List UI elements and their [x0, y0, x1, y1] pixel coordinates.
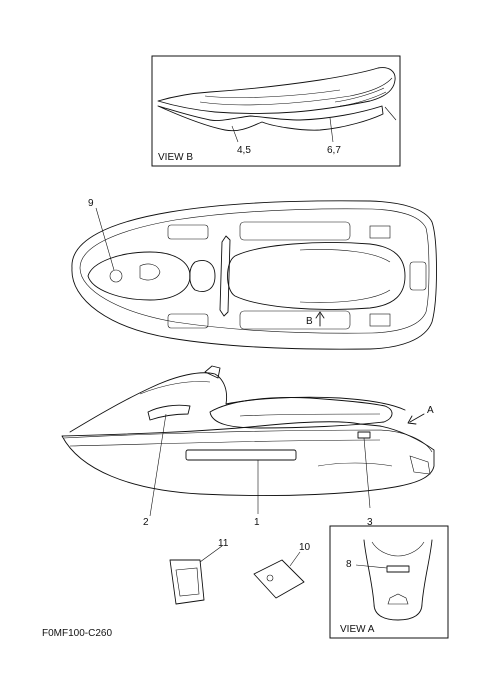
hood-side	[69, 372, 406, 433]
callout-3: 3	[367, 517, 373, 528]
callout-6-7: 6,7	[327, 145, 341, 156]
figure-code: F0MF100-C260	[42, 628, 112, 639]
seat-side	[209, 397, 393, 429]
callout-1: 1	[254, 517, 260, 528]
callout-11: 11	[218, 538, 229, 549]
item-10-tag	[253, 559, 305, 599]
decal-1	[185, 449, 297, 461]
view-a-panel: 8 VIEW A	[329, 525, 449, 639]
seat-top	[227, 242, 406, 310]
item-11-label-card	[169, 559, 205, 605]
seat-outline	[157, 67, 396, 114]
decal-8	[386, 565, 410, 573]
callout-4-5: 4,5	[237, 145, 251, 156]
loose-parts: 11 10	[169, 538, 311, 605]
view-b-title: VIEW B	[158, 152, 193, 163]
decal-9-location	[109, 269, 123, 283]
view-b-frame	[151, 55, 401, 167]
hull-side-outline	[61, 421, 435, 497]
callout-8: 8	[346, 559, 352, 570]
decal-3	[357, 431, 371, 439]
callout-2: 2	[143, 517, 149, 528]
decal-2	[147, 404, 191, 421]
view-b-panel: VIEW B 4,5 6,7	[151, 55, 401, 167]
callout-10: 10	[299, 542, 311, 553]
stern-rear-outline	[363, 539, 433, 621]
view-b-arrow	[315, 311, 325, 327]
view-a-frame	[329, 525, 449, 639]
seat-decal	[157, 105, 384, 132]
hull-top-outline	[71, 200, 437, 350]
view-a-title: VIEW A	[340, 624, 375, 635]
view-a-arrow	[407, 413, 425, 425]
callout-9: 9	[88, 198, 94, 209]
handlebar-top	[219, 235, 231, 317]
side-view: 2 1 3 A	[61, 365, 435, 528]
view-b-arrow-label: B	[306, 316, 313, 327]
view-a-arrow-label: A	[427, 405, 434, 416]
top-view: 9 B	[71, 198, 437, 350]
